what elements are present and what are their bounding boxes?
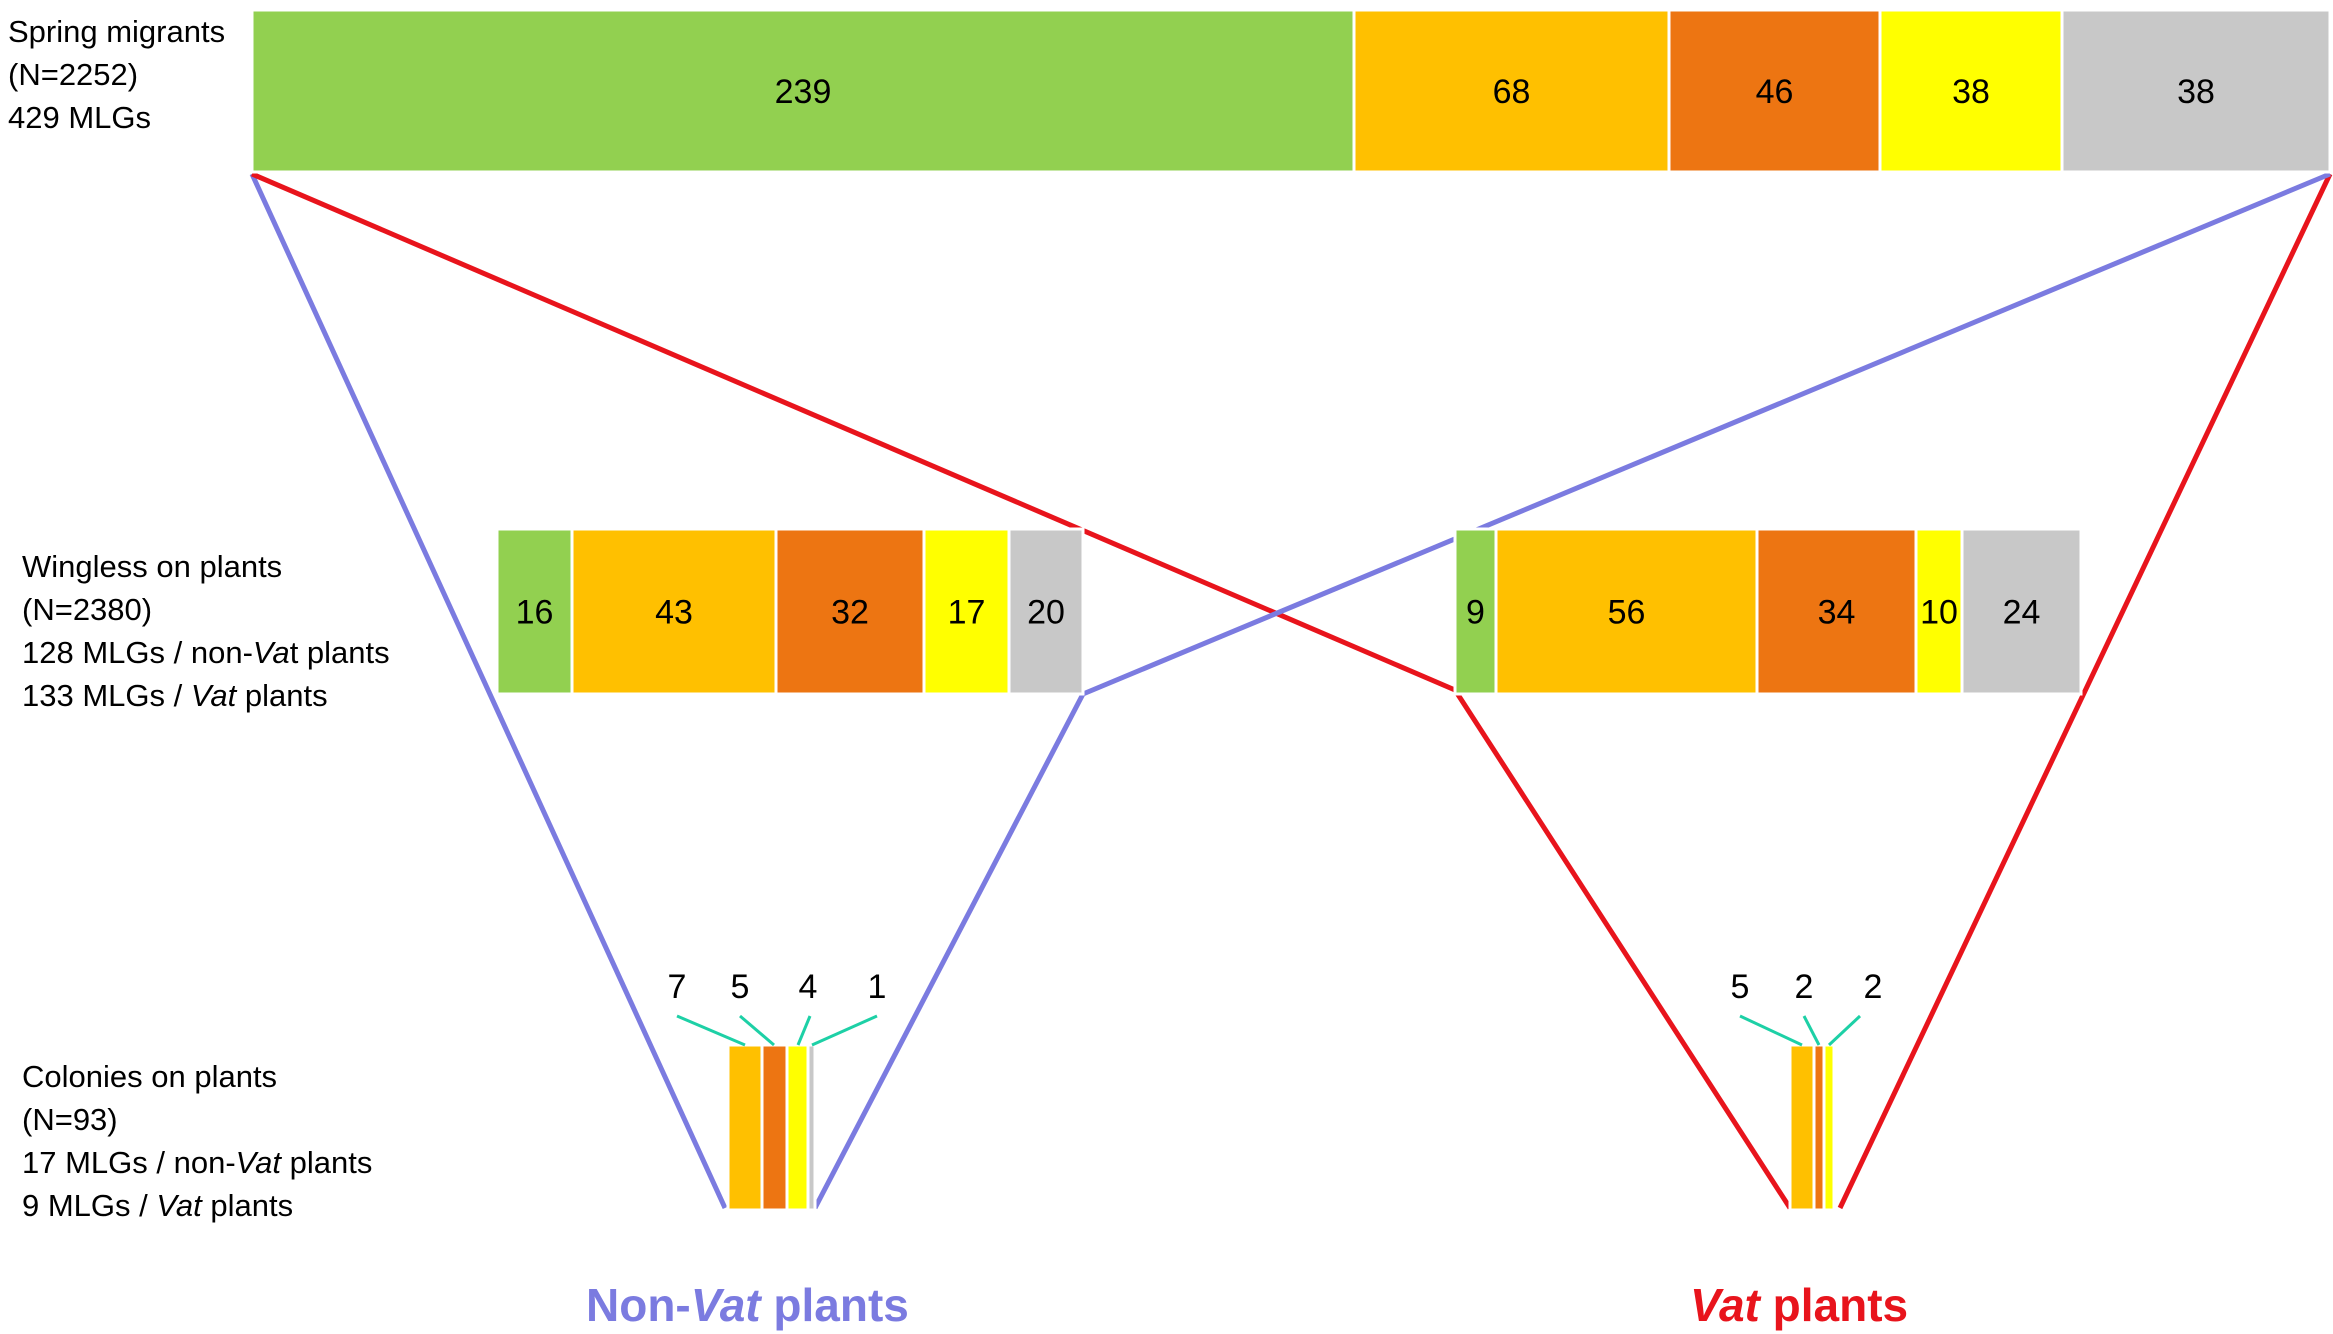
colonies_vat-segment-0: [1788, 1043, 1816, 1212]
wingless-line4-post: plants: [236, 678, 328, 713]
colonies_nonvat-value-0: 7: [668, 968, 687, 1006]
colonies_vat-value-1: 2: [1795, 968, 1814, 1006]
colonies-line3-italic: Vat: [235, 1145, 282, 1180]
colonies_nonvat-leader-2: [796, 1015, 812, 1046]
colonies-line3-post: plants: [281, 1145, 373, 1180]
wingless_vat-value-1: 56: [1608, 594, 1646, 632]
wingless_nonvat-value-0: 16: [516, 594, 554, 632]
wingless-label: Wingless on plants (N=2380) 128 MLGs / n…: [22, 545, 390, 717]
vat-title-italic: Vat: [1690, 1279, 1760, 1331]
wingless-line4-pre: 133 MLGs /: [22, 678, 191, 713]
spring-value-2: 46: [1756, 73, 1794, 111]
wingless_vat-segment-0: [1453, 527, 1498, 696]
colonies-label-line1: Colonies on plants: [22, 1059, 278, 1094]
vat-plants-title: Vat plants: [1690, 1278, 1908, 1332]
line-nonvat-wingless-to-colony: [812, 692, 1086, 1210]
wingless-line3-pre: 128 MLGs / non-: [22, 635, 253, 670]
wingless_vat-value-2: 34: [1818, 594, 1856, 632]
colonies_nonvat-value-2: 4: [799, 968, 818, 1006]
spring-segment-0: [250, 8, 1356, 174]
wingless_vat-segment-1: [1494, 527, 1759, 696]
wingless-label-line4: 133 MLGs / Vat plants: [22, 674, 390, 717]
spring-segment-1: [1352, 8, 1671, 174]
spring-value-1: 68: [1493, 73, 1531, 111]
colonies-label-line2: (N=93): [22, 1102, 118, 1137]
colonies-line4-post: plants: [201, 1188, 294, 1223]
wingless_vat-segment-3: [1914, 527, 1964, 696]
wingless_vat-value-4: 24: [2003, 594, 2041, 632]
colonies-line4-italic: Vat: [156, 1188, 202, 1223]
spring-migrants-label: Spring migrants (N=2252) 429 MLGs: [8, 10, 225, 139]
wingless_nonvat-segment-3: [922, 527, 1011, 696]
colonies_nonvat-segment-3: [806, 1043, 817, 1212]
colonies_nonvat-leader-3: [811, 1014, 878, 1047]
wingless_vat-segment-2: [1755, 527, 1918, 696]
colonies_nonvat-value-1: 5: [731, 968, 750, 1006]
spring-label-line1: Spring migrants: [8, 14, 226, 49]
wingless_vat-segment-4: [1960, 527, 2083, 696]
non-vat-title-italic: Vat: [690, 1279, 761, 1331]
line-spring-right-to-nonvat-wingless: [1082, 171, 2331, 697]
colonies_nonvat-leader-0: [676, 1014, 746, 1047]
wingless_nonvat-segment-4: [1007, 527, 1085, 696]
wingless_nonvat-value-1: 43: [655, 594, 693, 632]
spring-value-0: 239: [775, 73, 832, 111]
wingless-line4-italic: Vat: [190, 678, 237, 713]
colonies_vat-value-2: 2: [1864, 968, 1883, 1006]
spring-segment-4: [2060, 8, 2332, 174]
wingless-line3-post: t plants: [289, 635, 390, 670]
line-spring-left-to-vat-wingless: [251, 171, 1456, 693]
wingless-label-line2: (N=2380): [22, 592, 153, 627]
colonies_nonvat-segment-0: [726, 1043, 764, 1212]
spring-label-line2: (N=2252): [8, 57, 139, 92]
colonies_vat-value-0: 5: [1731, 968, 1750, 1006]
wingless-label-line1: Wingless on plants: [22, 549, 283, 584]
colonies-label-line4: 9 MLGs / Vat plants: [22, 1184, 372, 1227]
wingless_vat-value-0: 9: [1466, 594, 1485, 632]
colonies-line4-pre: 9 MLGs /: [22, 1188, 157, 1223]
colonies-line3-pre: 17 MLGs / non-: [22, 1145, 236, 1180]
colonies_vat-segment-2: [1822, 1043, 1836, 1212]
line-vat-wingless-to-colony: [1452, 688, 1793, 1210]
wingless-label-line3: 128 MLGs / non-Vat plants: [22, 631, 390, 674]
colonies_nonvat-leader-1: [739, 1014, 775, 1047]
non-vat-title-post: plants: [760, 1279, 909, 1331]
wingless-line3-italic: Va: [252, 635, 290, 670]
non-vat-plants-title: Non-Vat plants: [586, 1278, 909, 1332]
wingless_nonvat-value-2: 32: [831, 594, 869, 632]
colonies-label: Colonies on plants (N=93) 17 MLGs / non-…: [22, 1055, 372, 1227]
line-spring-right-to-vat-colony: [1837, 172, 2333, 1210]
colonies_vat-leader-2: [1827, 1014, 1862, 1047]
spring-segment-2: [1667, 8, 1882, 174]
spring-value-4: 38: [2177, 73, 2215, 111]
colonies_nonvat-value-3: 1: [868, 968, 887, 1006]
wingless_nonvat-value-4: 20: [1027, 594, 1065, 632]
colonies-label-line3: 17 MLGs / non-Vat plants: [22, 1141, 372, 1184]
colonies_vat-leader-1: [1802, 1015, 1821, 1046]
wingless_nonvat-value-3: 17: [948, 594, 986, 632]
wingless_nonvat-segment-0: [495, 527, 574, 696]
spring-label-line3: 429 MLGs: [8, 100, 152, 135]
non-vat-title-pre: Non-: [586, 1279, 691, 1331]
spring-value-3: 38: [1952, 73, 1990, 111]
spring-segment-3: [1878, 8, 2064, 174]
colonies_nonvat-segment-2: [785, 1043, 810, 1212]
line-spring-left-to-nonvat-colony: [249, 172, 728, 1210]
colonies_nonvat-segment-1: [760, 1043, 789, 1212]
vat-title-post: plants: [1759, 1279, 1909, 1331]
wingless_vat-value-3: 10: [1920, 594, 1958, 632]
wingless_nonvat-segment-1: [570, 527, 778, 696]
colonies_vat-leader-0: [1739, 1014, 1803, 1047]
